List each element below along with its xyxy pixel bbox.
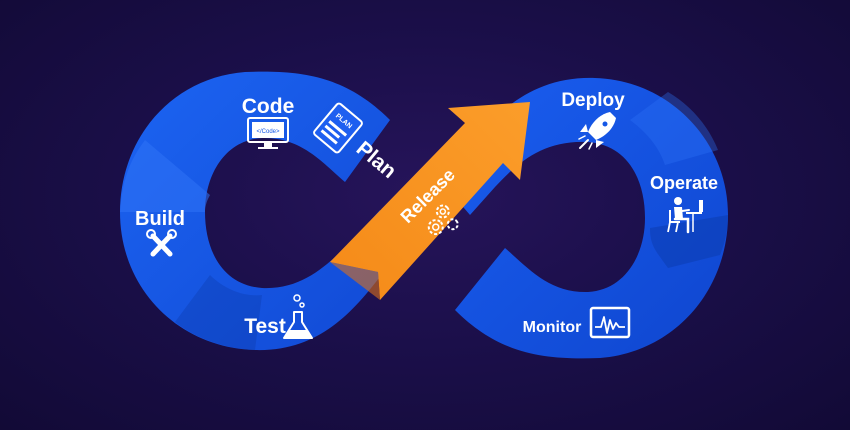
test-label: Test bbox=[244, 315, 286, 338]
left-loop-segment-highlight bbox=[120, 140, 210, 212]
monitor-label: Monitor bbox=[523, 319, 582, 336]
flask-icon bbox=[283, 294, 313, 339]
right-loop-segment-highlight bbox=[630, 92, 718, 165]
release-arrow-shape bbox=[330, 102, 530, 300]
build-label: Build bbox=[135, 208, 185, 230]
tools-icon bbox=[146, 229, 177, 257]
operate-label: Operate bbox=[650, 173, 718, 193]
code-badge: </Code> bbox=[256, 129, 280, 135]
left-loop-segment-shade bbox=[175, 275, 262, 350]
release-arrow bbox=[330, 102, 530, 300]
deploy-label: Deploy bbox=[561, 90, 625, 111]
code-label: Code bbox=[242, 95, 295, 118]
rocket-icon bbox=[578, 112, 616, 150]
monitor-graph-icon bbox=[589, 306, 631, 339]
release-arrow-tail-shade bbox=[330, 262, 380, 300]
plan-document-icon: PLAN bbox=[313, 102, 363, 154]
monitor-code-icon: </Code> bbox=[247, 117, 289, 149]
person-at-desk-icon bbox=[667, 197, 703, 234]
